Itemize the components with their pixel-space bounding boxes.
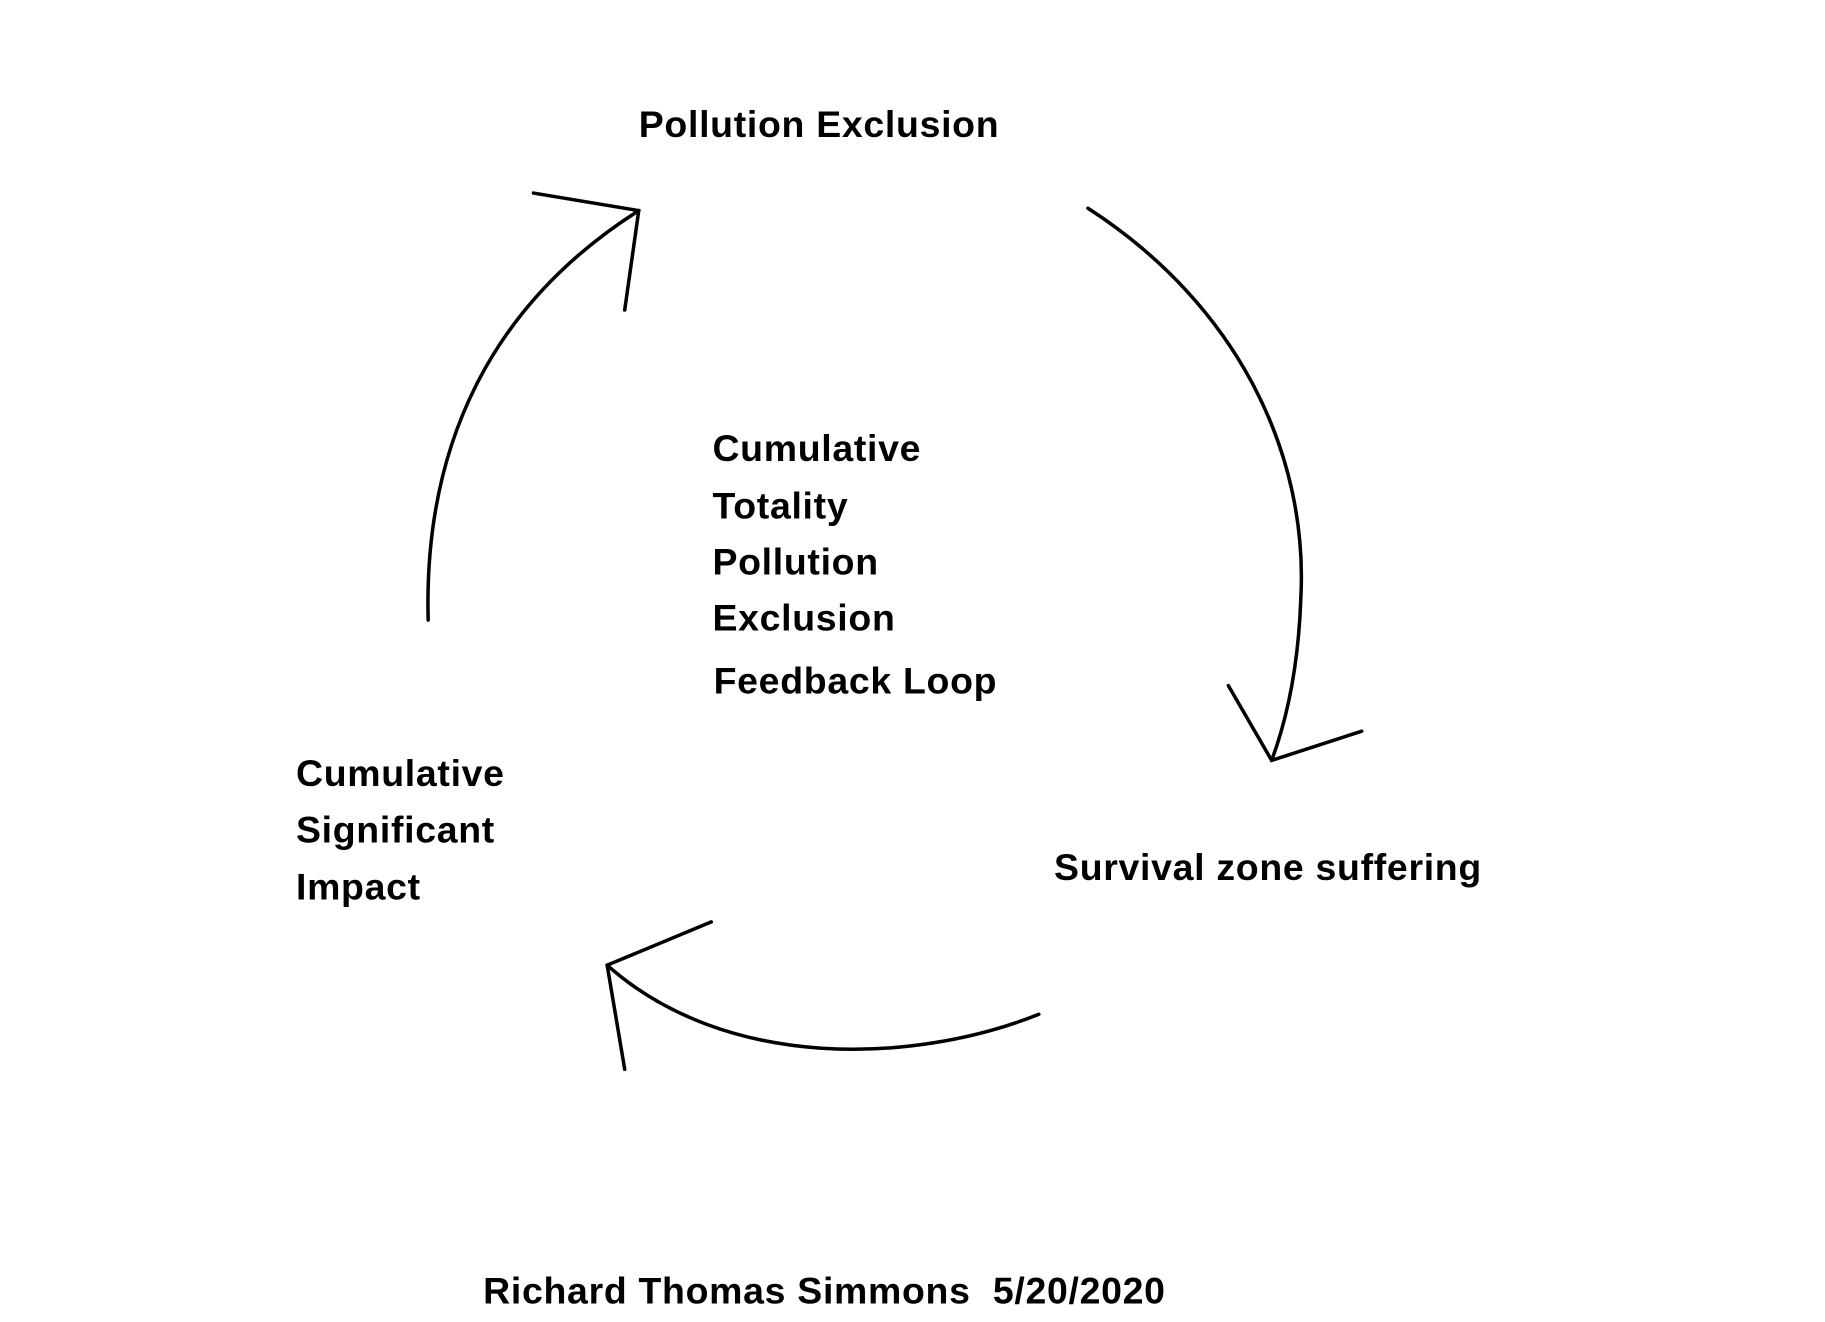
right-node-label: Survival zone suffering (1054, 846, 1482, 888)
signature: Richard Thomas Simmons 5/20/2020 (483, 1269, 1165, 1311)
center-line: Totality (712, 484, 848, 526)
center-line: Exclusion (712, 597, 895, 639)
center-line: Pollution (712, 540, 878, 582)
left-line: Impact (296, 866, 421, 908)
left-line: Cumulative (296, 752, 505, 794)
center-line: Feedback Loop (714, 660, 998, 702)
arrow-right-to-left (605, 920, 1041, 1072)
arrow-left-to-top (426, 191, 641, 622)
center-line: Cumulative (712, 427, 921, 469)
left-node-label: Cumulative Significant Impact (296, 752, 505, 908)
left-line: Significant (296, 808, 495, 850)
center-label: Cumulative Totality Pollution Exclusion … (712, 427, 998, 702)
arrow-top-to-right (1086, 206, 1364, 763)
top-node-label: Pollution Exclusion (639, 103, 1000, 145)
